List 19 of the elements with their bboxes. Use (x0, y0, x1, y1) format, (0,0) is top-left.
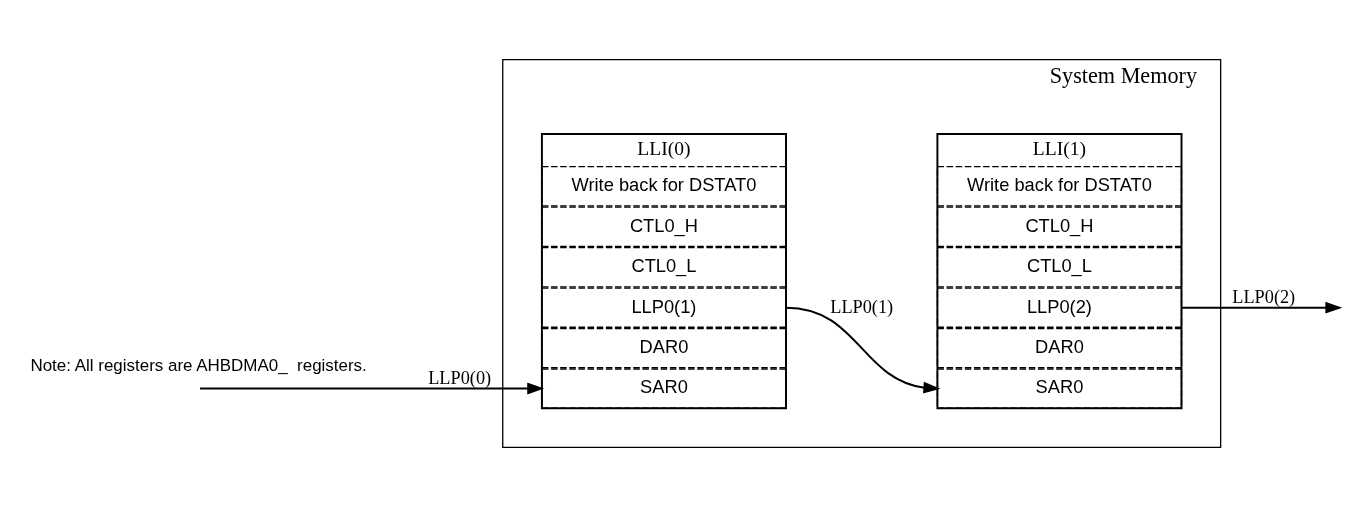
node-box: DAR0 (936, 327, 1183, 368)
node-box: CTL0_L (541, 246, 787, 287)
node-box: LLP0(2) (936, 286, 1183, 328)
edge-label: LLP0(1) (830, 296, 894, 317)
arrow (785, 306, 941, 394)
node-box: DAR0 (541, 327, 787, 368)
label: Note: All registers are AHBDMA0_ registers. (30, 355, 367, 375)
edge-label: LLP0(0) (428, 367, 492, 388)
node-box: SAR0 (936, 367, 1183, 409)
node-box: CTL0_L (936, 246, 1183, 287)
edge-label: LLP0(2) (1232, 286, 1296, 307)
node-box: Write back for DSTAT0 (541, 165, 787, 206)
node-box: LLP0(1) (541, 286, 787, 328)
node-box: CTL0_H (936, 206, 1183, 247)
node-box: SAR0 (541, 367, 787, 409)
arrow (199, 382, 545, 395)
node-box: Write back for DSTAT0 (936, 165, 1183, 206)
arrow (1181, 301, 1343, 314)
node-box: CTL0_H (541, 206, 787, 247)
